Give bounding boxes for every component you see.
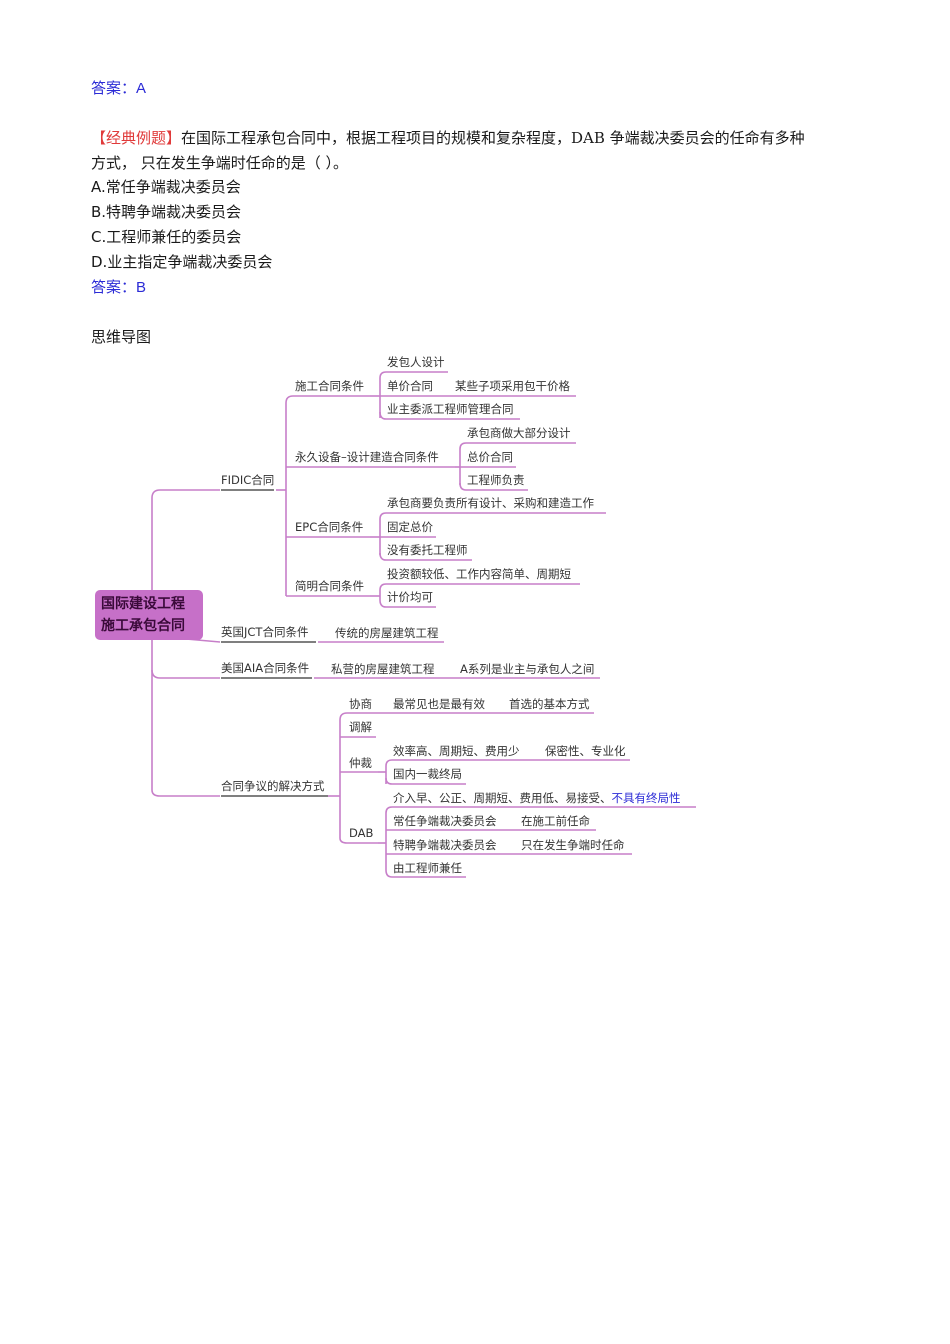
node-epc: EPC合同条件 bbox=[295, 520, 364, 534]
leaf-contractor-design: 承包商做大部分设计 bbox=[467, 426, 571, 440]
leaf-any-pricing: 计价均可 bbox=[387, 590, 433, 604]
question-tag: 【经典例题】 bbox=[91, 129, 182, 147]
node-jct: 英国JCT合同条件 bbox=[221, 625, 309, 639]
leaf-standing-dab: 常任争端裁决委员会 bbox=[393, 814, 497, 828]
node-short-form: 简明合同条件 bbox=[295, 579, 364, 593]
leaf-dab-features: 介入早、公正、周期短、费用低、易接受、不具有终局性 bbox=[393, 791, 681, 805]
leaf-preferred-method: 首选的基本方式 bbox=[509, 697, 590, 711]
mindmap-title: 思维导图 bbox=[91, 328, 152, 346]
option-a: A.常任争端裁决委员会 bbox=[91, 178, 241, 196]
leaf-final-award: 国内一裁终局 bbox=[393, 767, 462, 781]
leaf-before-construction: 在施工前任命 bbox=[521, 814, 590, 828]
node-dab: DAB bbox=[349, 826, 374, 840]
leaf-no-engineer: 没有委托工程师 bbox=[387, 543, 468, 557]
leaf-high-efficiency: 效率高、周期短、费用少 bbox=[393, 744, 520, 758]
node-negotiation: 协商 bbox=[349, 697, 372, 711]
leaf-employer-design: 发包人设计 bbox=[387, 355, 445, 369]
dab-not-final-text: 不具有终局性 bbox=[611, 791, 681, 805]
leaf-contractor-epc: 承包商要负责所有设计、采购和建造工作 bbox=[387, 496, 594, 510]
leaf-fixed-price: 固定总价 bbox=[387, 520, 433, 534]
question-text-1: 在国际工程承包合同中，根据工程项目的规模和复杂程度，DAB 争端裁决委员会的任命… bbox=[181, 129, 805, 147]
node-fidic: FIDIC合同 bbox=[221, 473, 275, 487]
leaf-engineer-responsible: 工程师负责 bbox=[467, 473, 525, 487]
leaf-most-effective: 最常见也是最有效 bbox=[393, 697, 485, 711]
previous-answer: 答案：A bbox=[91, 78, 146, 99]
dab-features-text: 介入早、公正、周期短、费用低、易接受、 bbox=[393, 791, 612, 805]
node-dispute: 合同争议的解决方式 bbox=[221, 779, 325, 793]
node-plant-design-build: 永久设备–设计建造合同条件 bbox=[295, 450, 439, 464]
question-answer: 答案：B bbox=[91, 277, 146, 298]
answer-value: B bbox=[136, 279, 147, 296]
root-line-2: 施工承包合同 bbox=[101, 618, 185, 634]
question-line-2: 方式， 只在发生争端时任命的是（ ）。 bbox=[91, 154, 349, 172]
node-aia: 美国AIA合同条件 bbox=[221, 661, 310, 675]
leaf-low-investment: 投资额较低、工作内容简单、周期短 bbox=[387, 567, 571, 581]
mindmap-root-node: 国际建设工程 施工承包合同 bbox=[95, 590, 203, 640]
option-c: C.工程师兼任的委员会 bbox=[91, 228, 242, 246]
root-line-1: 国际建设工程 bbox=[101, 596, 185, 612]
node-arbitration: 仲裁 bbox=[349, 756, 372, 770]
leaf-on-dispute: 只在发生争端时任命 bbox=[521, 838, 625, 852]
leaf-a-series: A系列是业主与承包人之间 bbox=[460, 662, 595, 676]
answer-label: 答案： bbox=[91, 278, 137, 296]
leaf-confidential: 保密性、专业化 bbox=[545, 744, 626, 758]
answer-value: A bbox=[136, 80, 147, 97]
leaf-engineer-managed: 业主委派工程师管理合同 bbox=[387, 402, 514, 416]
leaf-unit-price: 单价合同 bbox=[387, 379, 433, 393]
option-b: B.特聘争端裁决委员会 bbox=[91, 203, 242, 221]
leaf-engineer-concurrent: 由工程师兼任 bbox=[393, 861, 462, 875]
answer-label: 答案： bbox=[91, 79, 137, 97]
leaf-lump-sum-contract: 总价合同 bbox=[467, 450, 513, 464]
leaf-lump-sum-items: 某些子项采用包干价格 bbox=[455, 379, 570, 393]
node-mediation: 调解 bbox=[349, 720, 372, 734]
node-construction-conditions: 施工合同条件 bbox=[295, 379, 364, 393]
leaf-ad-hoc-dab: 特聘争端裁决委员会 bbox=[393, 838, 497, 852]
leaf-traditional-building: 传统的房屋建筑工程 bbox=[335, 626, 439, 640]
option-d: D.业主指定争端裁决委员会 bbox=[91, 253, 273, 271]
question-line-1: 【经典例题】在国际工程承包合同中，根据工程项目的规模和复杂程度，DAB 争端裁决… bbox=[91, 128, 805, 148]
leaf-private-building: 私营的房屋建筑工程 bbox=[331, 662, 435, 676]
